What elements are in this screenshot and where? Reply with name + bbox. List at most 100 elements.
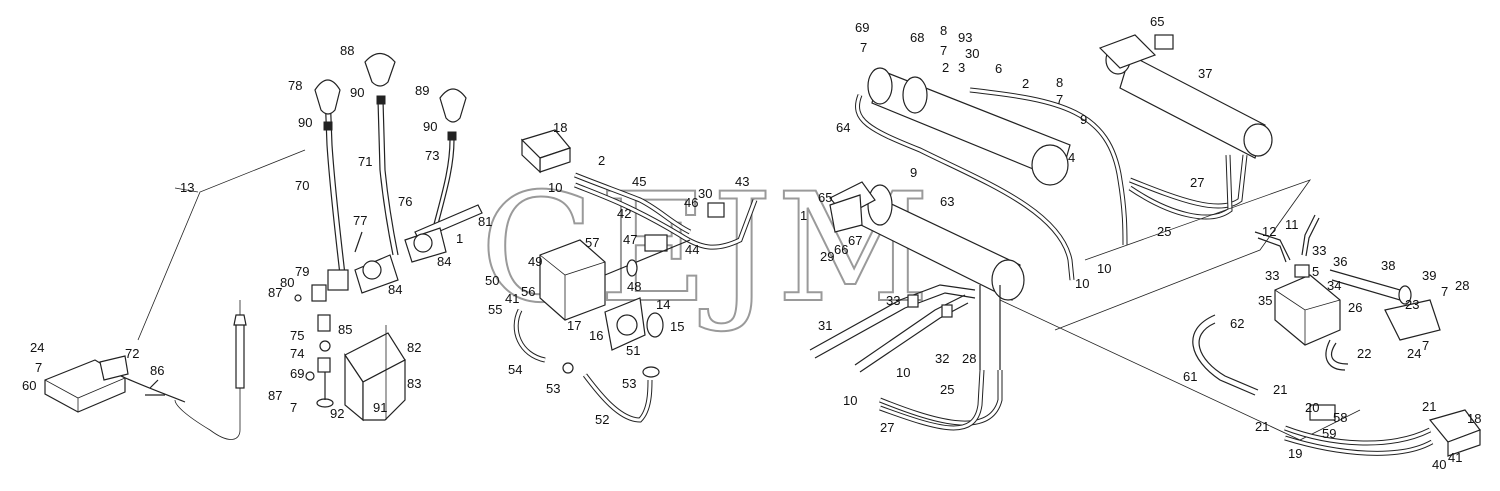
part-label: 93 (958, 30, 972, 45)
part-label: 18 (553, 120, 567, 135)
part-label: 89 (415, 83, 429, 98)
part-label: 19 (1288, 446, 1302, 461)
part-label: 28 (1455, 278, 1469, 293)
part-label: 40 (1432, 457, 1446, 472)
part-label: 45 (632, 174, 646, 189)
part-label: 79 (295, 264, 309, 279)
part-label: 8 (1056, 75, 1063, 90)
part-label: 54 (508, 362, 522, 377)
part-label: 6 (995, 61, 1002, 76)
part-label: 50 (485, 273, 499, 288)
part-label: 73 (425, 148, 439, 163)
part-label: 59 (1322, 426, 1336, 441)
part-label: 13 (180, 180, 194, 195)
lever-knob (314, 79, 341, 115)
part-label: 15 (670, 319, 684, 334)
part-label: 70 (295, 178, 309, 193)
part-label: 92 (330, 406, 344, 421)
part-label: 91 (373, 400, 387, 415)
part-label: 33 (1312, 243, 1326, 258)
control-levers-group (44, 52, 483, 440)
part-label: 66 (834, 242, 848, 257)
part-label: 14 (656, 297, 670, 312)
part-label: 25 (1157, 224, 1171, 239)
part-label: 90 (298, 115, 312, 130)
part-label: 22 (1357, 346, 1371, 361)
part-label: 18 (1467, 411, 1481, 426)
part-label: 83 (407, 376, 421, 391)
part-label: 81 (478, 214, 492, 229)
cylinder (1119, 54, 1266, 159)
part-label: 65 (1150, 14, 1164, 29)
part-label: 43 (735, 174, 749, 189)
part-label: 78 (288, 78, 302, 93)
part-label: 35 (1258, 293, 1272, 308)
part-label: 58 (1333, 410, 1347, 425)
part-label: 27 (880, 420, 894, 435)
part-label: 10 (1097, 261, 1111, 276)
part-label: 90 (423, 119, 437, 134)
part-label: 7 (1056, 92, 1063, 107)
part-label: 32 (935, 351, 949, 366)
part-label: 7 (1441, 284, 1448, 299)
part-label: 7 (860, 40, 867, 55)
part-label: 28 (962, 351, 976, 366)
part-label: 90 (350, 85, 364, 100)
part-label: 71 (358, 154, 372, 169)
part-label: 24 (30, 340, 44, 355)
part-label: 9 (1080, 112, 1087, 127)
part-label: 64 (836, 120, 850, 135)
part-label: 88 (340, 43, 354, 58)
part-label: 42 (617, 206, 631, 221)
part-label: 7 (1422, 338, 1429, 353)
part-label: 85 (338, 322, 352, 337)
part-label: 63 (940, 194, 954, 209)
part-label: 41 (1448, 450, 1462, 465)
part-label: 8 (940, 23, 947, 38)
part-label: 23 (1405, 297, 1419, 312)
part-label: 48 (627, 279, 641, 294)
part-label: 44 (685, 242, 699, 257)
part-label: 33 (1265, 268, 1279, 283)
part-label: 7 (35, 360, 42, 375)
right-assembly-group (999, 34, 1481, 457)
part-label: 34 (1327, 278, 1341, 293)
part-label: 3 (958, 60, 965, 75)
part-label: 33 (886, 293, 900, 308)
part-label: 53 (622, 376, 636, 391)
part-label: 68 (910, 30, 924, 45)
part-label: 25 (940, 382, 954, 397)
part-label: 24 (1407, 346, 1421, 361)
part-label: 10 (1075, 276, 1089, 291)
part-label: 2 (942, 60, 949, 75)
part-label: 29 (820, 249, 834, 264)
part-label: 38 (1381, 258, 1395, 273)
part-label: 10 (548, 180, 562, 195)
part-label: 47 (623, 232, 637, 247)
part-label: 2 (1022, 76, 1029, 91)
part-label: 46 (684, 195, 698, 210)
part-label: 60 (22, 378, 36, 393)
part-label: 69 (290, 366, 304, 381)
pump-group (513, 129, 758, 423)
part-label: 10 (843, 393, 857, 408)
part-label: 21 (1255, 419, 1269, 434)
part-label: 61 (1183, 369, 1197, 384)
lever-knob (364, 52, 396, 87)
part-label: 41 (505, 291, 519, 306)
part-label: 84 (437, 254, 451, 269)
part-label: 53 (546, 381, 560, 396)
part-label: 16 (589, 328, 603, 343)
part-label: 75 (290, 328, 304, 343)
part-label: 82 (407, 340, 421, 355)
part-label: 7 (290, 400, 297, 415)
part-label: 20 (1305, 400, 1319, 415)
part-label: 39 (1422, 268, 1436, 283)
part-label: 52 (595, 412, 609, 427)
part-label: 36 (1333, 254, 1347, 269)
part-label: 67 (848, 233, 862, 248)
part-labels: 13 24 7 60 72 86 87 80 79 70 78 90 88 90… (22, 14, 1481, 472)
cylinders-group (809, 67, 1128, 431)
part-label: 76 (398, 194, 412, 209)
